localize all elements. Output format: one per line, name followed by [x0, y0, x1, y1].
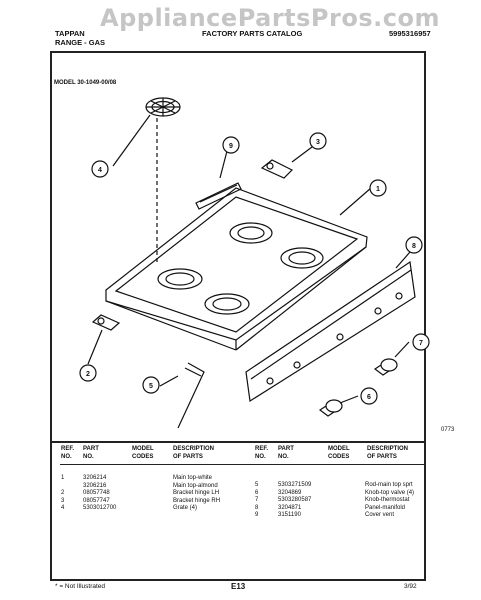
callout-8: 8 [412, 243, 416, 250]
callout-3: 3 [316, 139, 320, 146]
header-rule [50, 51, 426, 53]
footer-date: 3/92 [404, 583, 417, 590]
parts-table-left: 1 3206214 Main top-white 3206216 Main to… [61, 475, 241, 513]
model-number: MODEL 30-1049-00/08 [54, 80, 117, 86]
top-valve-knob-drawing [318, 399, 343, 417]
callout-4: 4 [98, 167, 102, 174]
footer-page-code: E13 [231, 582, 246, 591]
table-rule-header [60, 464, 424, 465]
figure-number: 0773 [441, 427, 455, 433]
table-row: 8 3204871 Panel-manifold [255, 504, 406, 511]
header-product: RANGE - GAS [55, 38, 106, 47]
table-row: 4 5303012700 Grate (4) [61, 505, 198, 511]
callout-2: 2 [86, 371, 90, 378]
bracket-hinge-rh-drawing [260, 159, 294, 179]
bracket-hinge-lh-drawing [91, 314, 121, 331]
frame-left [50, 51, 52, 580]
rod-support-drawing [177, 362, 205, 429]
callout-5: 5 [149, 383, 153, 390]
table-row: 7 5303280587 Knob-thermostat [255, 497, 410, 503]
callout-6: 6 [367, 394, 371, 401]
footer-note: * = Not Illustrated [55, 583, 106, 590]
footer-rule [50, 579, 426, 581]
main-top-drawing [105, 187, 368, 351]
table-row: 9 3151190 Cover vent [255, 512, 395, 518]
grate-drawing [145, 97, 181, 117]
header-catalog-number: 5995316957 [389, 29, 431, 38]
callout-1: 1 [376, 186, 380, 193]
callout-7: 7 [419, 340, 423, 347]
frame-right [424, 51, 426, 580]
header-brand-block: TAPPAN RANGE - GAS [55, 29, 105, 47]
table-row: 1 3206214 Main top-white [61, 475, 213, 481]
cover-vent-drawing [195, 182, 242, 210]
table-row: 3 08057747 Bracket hinge RH [61, 497, 221, 504]
table-row: 2 08057748 Bracket hinge LH [61, 490, 220, 496]
manifold-panel-drawing [245, 260, 416, 403]
table-row: 6 3204869 Knob-top valve (4) [255, 489, 415, 496]
table-rule-top [50, 441, 426, 443]
parts-table-right: 5 5303271509 Rod-main top sprt 6 3204869… [255, 482, 423, 520]
header-brand: TAPPAN [55, 29, 85, 38]
table-row: 3206216 Main top-almond [83, 482, 218, 489]
callout-9: 9 [229, 143, 233, 150]
table-row: 5 5303271509 Rod-main top sprt [255, 482, 413, 488]
header-catalog-title: FACTORY PARTS CATALOG [202, 29, 303, 38]
thermostat-knob-drawing [373, 358, 398, 376]
